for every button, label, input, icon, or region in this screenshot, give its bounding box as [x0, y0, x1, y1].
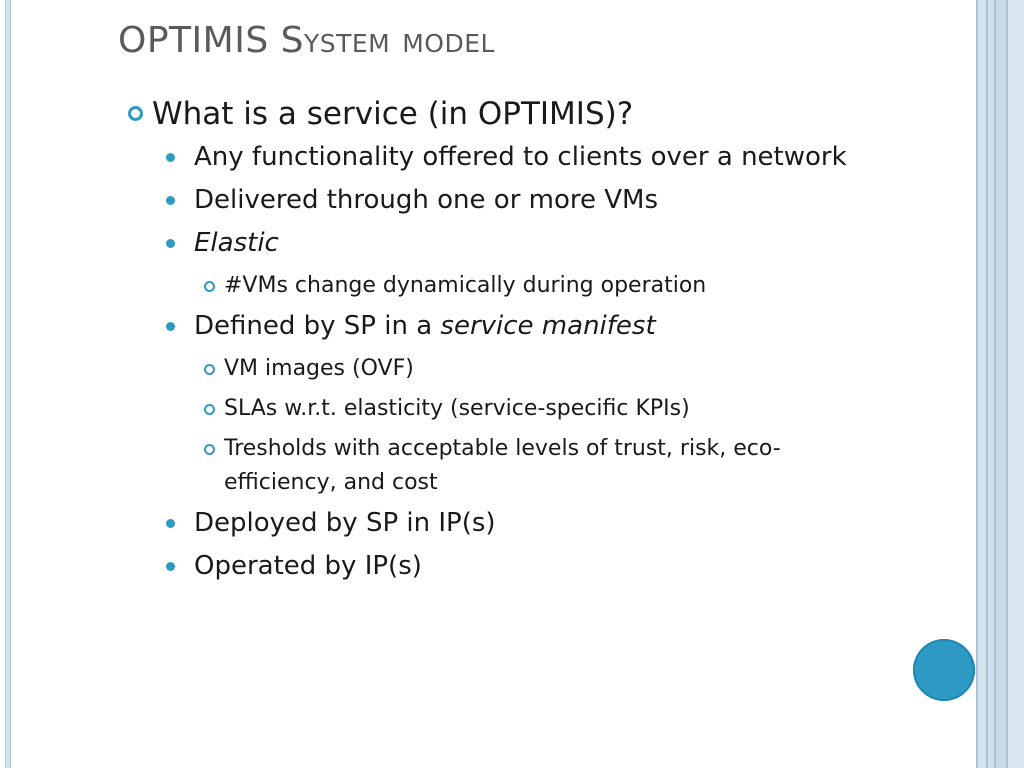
- bullet-level2: Any functionality offered to clients ove…: [166, 140, 968, 174]
- bullet-level3: SLAs w.r.t. elasticity (service-specific…: [204, 392, 824, 426]
- bullet-text-italic: service manifest: [440, 311, 656, 341]
- left-border-stripe-inner: [6, 0, 11, 768]
- right-border-stripe: [1006, 0, 1008, 768]
- slide-title-smallcaps: System model: [280, 20, 495, 61]
- bullet-level3: Tresholds with acceptable levels of trus…: [204, 432, 824, 500]
- dot-bullet-icon: [166, 322, 175, 331]
- dot-bullet-icon: [166, 196, 175, 205]
- right-border-stripe: [994, 0, 996, 768]
- bullet-text: Elastic: [194, 228, 279, 258]
- bullet-text: Delivered through one or more VMs: [194, 185, 659, 215]
- slide-content: What is a service (in OPTIMIS)? Any func…: [128, 94, 968, 592]
- bullet-text: What is a service (in OPTIMIS)?: [152, 96, 634, 132]
- bullet-text: Operated by IP(s): [194, 551, 422, 581]
- dot-bullet-icon: [166, 239, 175, 248]
- bullet-text: #VMs change dynamically during operation: [224, 273, 707, 298]
- bullet-level3: VM images (OVF): [204, 352, 824, 386]
- right-border-stripe: [996, 0, 1006, 768]
- bullet-text: Deployed by SP in IP(s): [194, 508, 496, 538]
- bullet-text: Any functionality offered to clients ove…: [194, 142, 847, 172]
- bullet-level2: Elastic: [166, 226, 968, 260]
- bullet-text: SLAs w.r.t. elasticity (service-specific…: [224, 396, 690, 421]
- right-border-stripe: [1008, 0, 1024, 768]
- dot-bullet-icon: [166, 562, 175, 571]
- slide-title-main: OPTIMIS: [118, 20, 281, 61]
- right-border-stripe: [976, 0, 978, 768]
- right-border-stripe: [986, 0, 988, 768]
- small-ring-bullet-icon: [204, 364, 215, 375]
- dot-bullet-icon: [166, 153, 175, 162]
- right-border-stripe: [978, 0, 986, 768]
- left-border-stripe: [0, 0, 6, 768]
- small-ring-bullet-icon: [204, 404, 215, 415]
- dot-bullet-icon: [166, 519, 175, 528]
- right-border-stripe: [988, 0, 994, 768]
- bullet-level2: Operated by IP(s): [166, 549, 968, 583]
- bullet-level3: #VMs change dynamically during operation: [204, 269, 824, 303]
- blue-circle-icon: [913, 639, 975, 701]
- bullet-level2: Delivered through one or more VMs: [166, 183, 968, 217]
- bullet-text: VM images (OVF): [224, 356, 414, 381]
- bullet-text: Tresholds with acceptable levels of trus…: [224, 436, 781, 495]
- bullet-text-prefix: Defined by SP in a: [194, 311, 441, 341]
- bullet-level2: Defined by SP in a service manifest: [166, 309, 968, 343]
- slide-title: OPTIMIS System model: [118, 18, 495, 64]
- ring-bullet-icon: [128, 106, 143, 121]
- small-ring-bullet-icon: [204, 444, 215, 455]
- bullet-level2: Deployed by SP in IP(s): [166, 506, 968, 540]
- small-ring-bullet-icon: [204, 281, 215, 292]
- bullet-level1: What is a service (in OPTIMIS)?: [128, 94, 968, 134]
